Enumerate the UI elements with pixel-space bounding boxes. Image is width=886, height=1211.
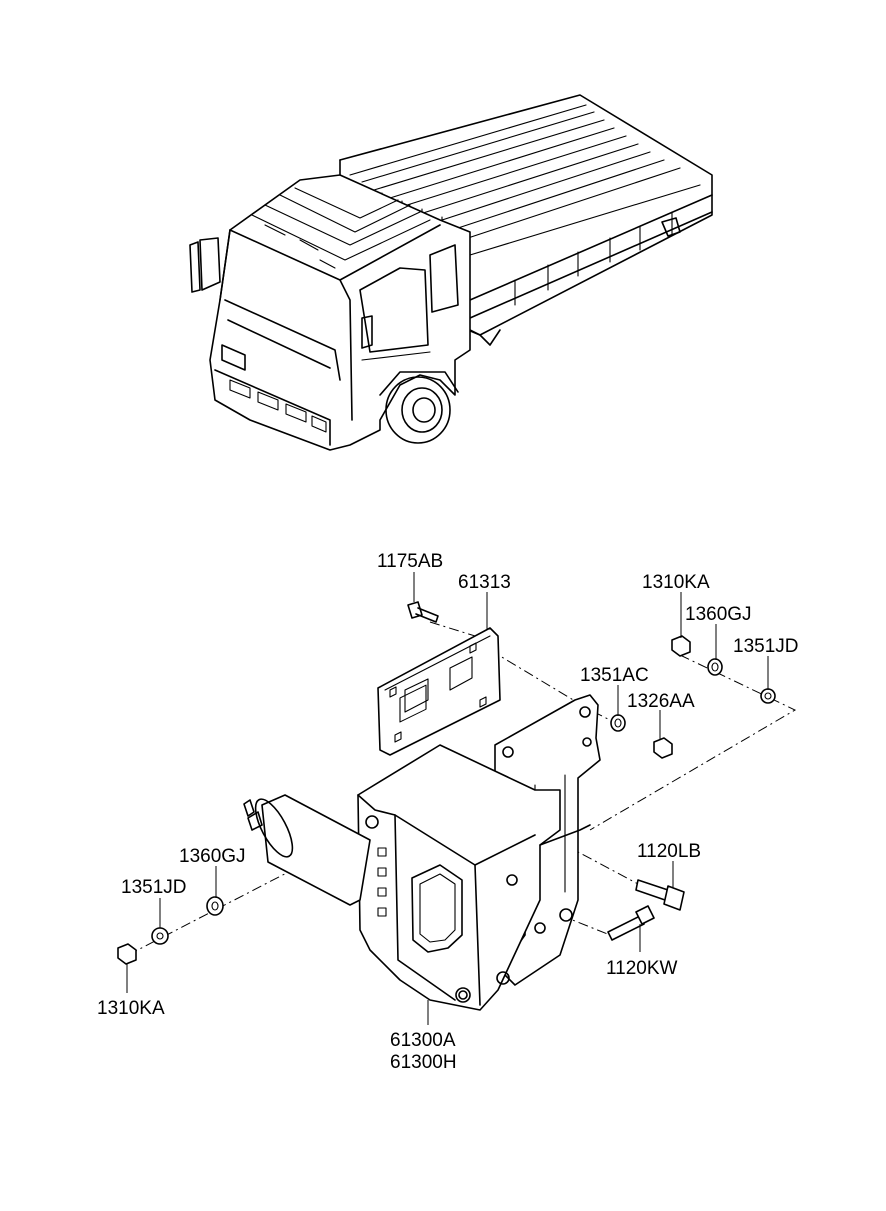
callout-61300H: 61300H [390, 1052, 457, 1073]
part-61313-plate [377, 627, 501, 756]
bolt-1120KW [607, 905, 655, 941]
bolt-1175AB [407, 601, 439, 623]
callout-1120LB: 1120LB [637, 841, 701, 862]
callout-1326AA: 1326AA [627, 691, 695, 712]
cylinder-motor [243, 794, 371, 906]
callout-1310KA-left: 1310KA [97, 998, 165, 1019]
exploded-assembly: 1175AB 61313 1310KA 1360GJ 1351JD 1351AC… [97, 551, 799, 1073]
bolt-1120LB [635, 879, 685, 911]
nut-1310KA-left [117, 943, 137, 965]
callout-1360GJ-right: 1360GJ [685, 604, 752, 625]
callout-1175AB: 1175AB [377, 551, 443, 572]
callout-61300A: 61300A [390, 1030, 456, 1051]
washer-1360GJ-left [206, 896, 224, 916]
nut-1326AA [653, 737, 673, 759]
leader-lines [126, 572, 769, 1025]
callout-61313: 61313 [458, 572, 511, 593]
washer-1351JD-right [760, 688, 776, 704]
cab [189, 174, 471, 451]
callout-labels: 1175AB 61313 1310KA 1360GJ 1351JD 1351AC… [97, 551, 799, 1073]
callout-1310KA-right: 1310KA [642, 572, 710, 593]
truck-illustration [189, 94, 713, 451]
callout-1120KW: 1120KW [606, 958, 678, 979]
washer-1351JD-left [151, 927, 169, 945]
nut-1310KA-right [671, 635, 691, 657]
callout-1351AC: 1351AC [580, 665, 649, 686]
part-61300-unit [357, 744, 591, 1011]
washer-1351AC [610, 714, 626, 732]
callout-1351JD-right: 1351JD [733, 636, 799, 657]
callout-1351JD-left: 1351JD [121, 877, 187, 898]
washer-1360GJ-right [707, 658, 723, 676]
callout-1360GJ-left: 1360GJ [179, 846, 246, 867]
